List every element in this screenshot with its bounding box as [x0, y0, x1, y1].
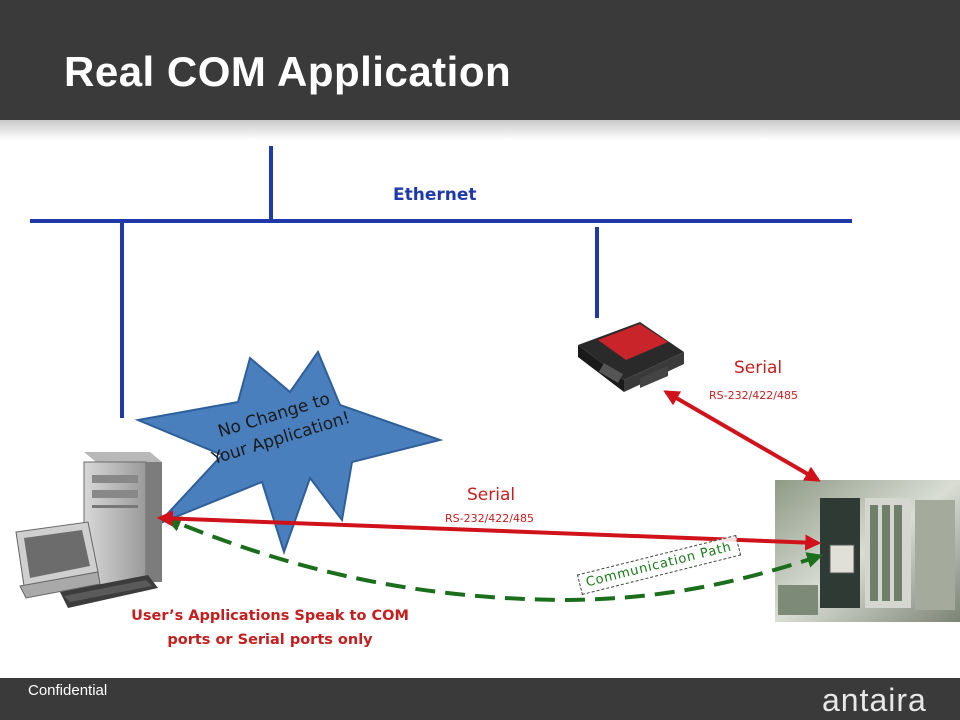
- confidential-label: Confidential: [28, 682, 108, 699]
- page-title: Real COM Application: [64, 48, 512, 95]
- computer-icon: [15, 452, 162, 608]
- serial-device-server-icon: [578, 322, 684, 392]
- serial-label-top: Serial: [734, 358, 783, 378]
- users-note-line-1: User’s Applications Speak to COM: [131, 608, 409, 624]
- communication-path-line: [165, 516, 824, 603]
- serial-link-computer: [156, 510, 822, 551]
- users-applications-note: User’s Applications Speak to COM ports o…: [110, 604, 430, 652]
- header-bar: [0, 0, 960, 120]
- serial-standards-middle: RS-232/422/485: [445, 512, 534, 525]
- serial-standards-top: RS-232/422/485: [709, 389, 798, 402]
- brand-wordmark: antaira: [822, 682, 927, 718]
- users-note-line-2: ports or Serial ports only: [167, 632, 373, 648]
- serial-link-device: [663, 390, 821, 482]
- ethernet-label: Ethernet: [393, 185, 477, 205]
- industrial-controller-cabinet: [775, 480, 960, 622]
- starburst-callout: [134, 349, 444, 556]
- antaira-logo: antaira: [822, 684, 927, 716]
- serial-label-middle: Serial: [467, 485, 516, 505]
- header-shadow: [0, 120, 960, 140]
- ethernet-bus: [30, 146, 852, 418]
- footer-bar: [0, 678, 960, 720]
